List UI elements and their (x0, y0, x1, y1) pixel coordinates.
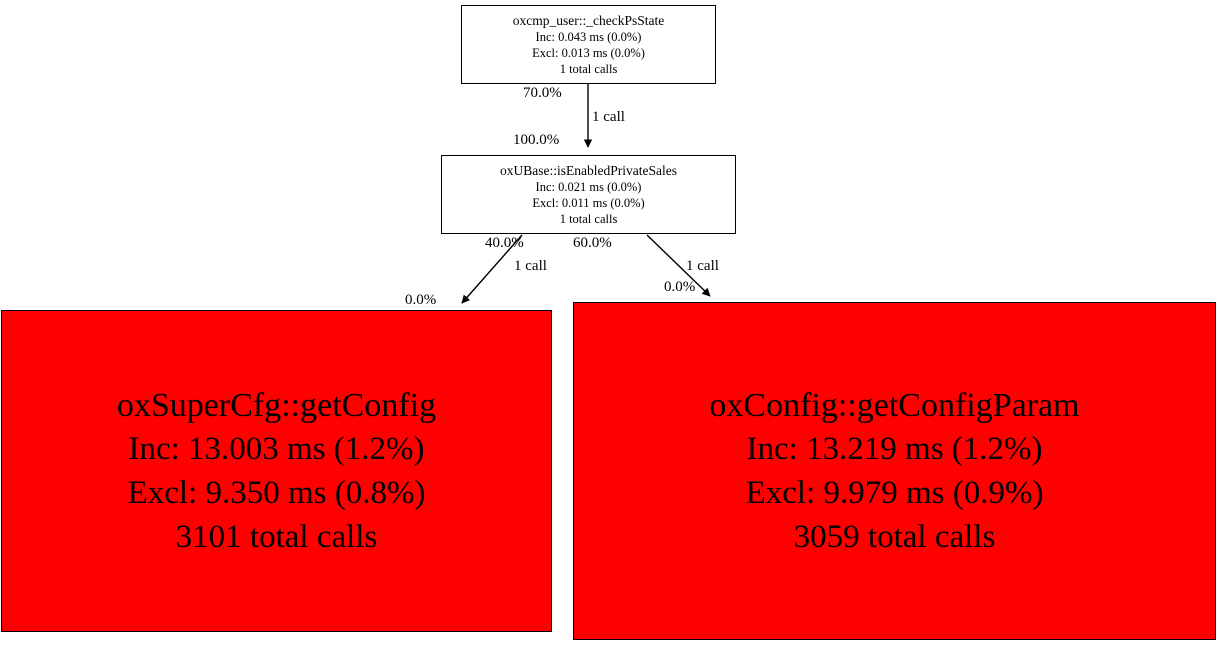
node-inclusive-time: Inc: 13.219 ms (1.2%) (746, 430, 1043, 467)
edge-mid-to-oxconfig-head-label: 0.0% (664, 279, 696, 295)
node-total-calls: 1 total calls (559, 212, 618, 227)
edge-root-to-mid-tail-label: 70.0% (523, 85, 562, 101)
node-inclusive-time: Inc: 0.043 ms (0.0%) (535, 30, 642, 45)
edge-root-to-mid-calls-label: 1 call (592, 109, 625, 125)
node-title: oxcmp_user::_checkPsState (512, 12, 665, 28)
node-exclusive-time: Excl: 9.979 ms (0.9%) (745, 474, 1044, 511)
edge-mid-to-oxconfig-tail-label: 60.0% (573, 235, 612, 251)
node-exclusive-time: Excl: 0.013 ms (0.0%) (532, 46, 645, 61)
node-oxubase-isenabledprivatesales[interactable]: oxUBase::isEnabledPrivateSales Inc: 0.02… (441, 155, 736, 234)
node-oxsupercfg-getconfig[interactable]: oxSuperCfg::getConfig Inc: 13.003 ms (1.… (1, 310, 552, 632)
node-inclusive-time: Inc: 0.021 ms (0.0%) (535, 180, 642, 195)
edge-mid-to-supercfg-calls-label: 1 call (514, 258, 547, 274)
edge-root-to-mid-head-label: 100.0% (513, 132, 560, 148)
node-total-calls: 3059 total calls (793, 518, 996, 555)
node-oxconfig-getconfigparam[interactable]: oxConfig::getConfigParam Inc: 13.219 ms … (573, 302, 1216, 640)
edge-mid-to-oxconfig-calls-label: 1 call (686, 258, 719, 274)
node-inclusive-time: Inc: 13.003 ms (1.2%) (128, 430, 425, 467)
node-oxcmp-user-checkpsstate[interactable]: oxcmp_user::_checkPsState Inc: 0.043 ms … (461, 5, 716, 84)
node-title: oxConfig::getConfigParam (709, 386, 1080, 424)
edge-mid-to-supercfg-tail-label: 40.0% (485, 235, 524, 251)
node-exclusive-time: Excl: 9.350 ms (0.8%) (127, 474, 426, 511)
node-title: oxUBase::isEnabledPrivateSales (500, 162, 677, 178)
node-total-calls: 1 total calls (559, 62, 618, 77)
node-total-calls: 3101 total calls (175, 518, 378, 555)
edge-mid-to-supercfg-head-label: 0.0% (405, 292, 437, 308)
node-title: oxSuperCfg::getConfig (116, 386, 437, 424)
node-exclusive-time: Excl: 0.011 ms (0.0%) (532, 196, 645, 211)
